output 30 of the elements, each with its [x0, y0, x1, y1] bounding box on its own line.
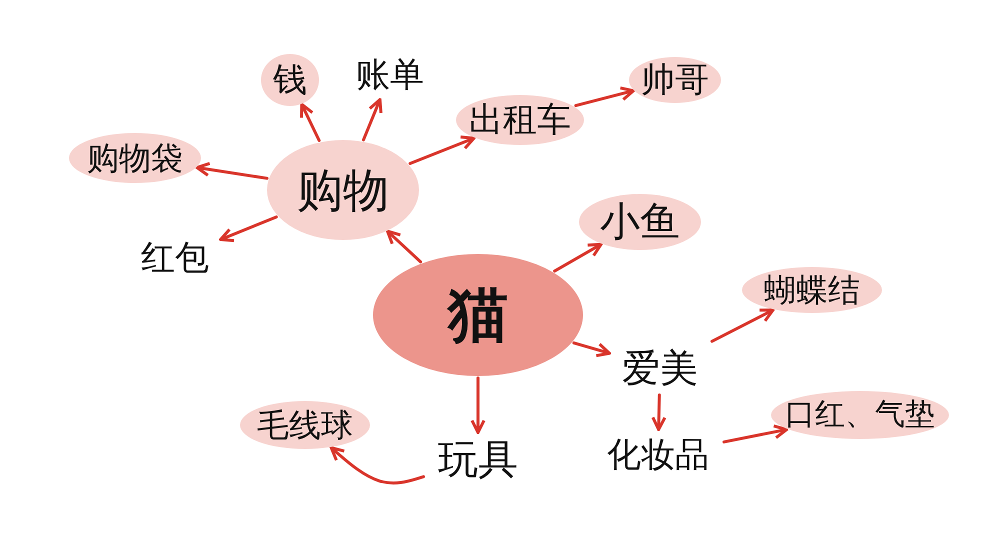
- arrow: [710, 308, 774, 343]
- node-label: 出租车: [469, 103, 571, 137]
- node-label: 账单: [356, 58, 424, 92]
- node-label: 化妆品: [607, 438, 709, 472]
- arrow: [651, 394, 666, 431]
- arrow: [408, 136, 476, 165]
- node-label: 猫: [448, 285, 508, 345]
- arrow: [572, 341, 611, 358]
- arrow: [470, 376, 486, 434]
- arrow: [195, 162, 268, 180]
- arrow: [553, 242, 603, 273]
- node-label: 购物袋: [87, 142, 183, 174]
- arrow: [722, 424, 788, 444]
- node-label: 钱: [273, 63, 307, 97]
- node-label: 毛线球: [257, 409, 353, 441]
- highlight-blob: [629, 57, 721, 103]
- node-label: 红包: [141, 241, 209, 275]
- arrow: [219, 215, 278, 242]
- arrow: [330, 446, 425, 484]
- arrow: [362, 98, 382, 142]
- node-label: 玩具: [438, 440, 518, 480]
- node-label: 帅哥: [641, 63, 709, 97]
- arrow: [300, 102, 321, 142]
- node-label: 爱美: [622, 349, 698, 387]
- node-label: 购物: [297, 167, 389, 213]
- node-label: 小鱼: [600, 202, 680, 242]
- node-label: 蝴蝶结: [764, 274, 860, 306]
- node-label: 口红、气垫: [785, 400, 935, 430]
- arrow: [386, 230, 422, 264]
- arrow: [574, 86, 635, 108]
